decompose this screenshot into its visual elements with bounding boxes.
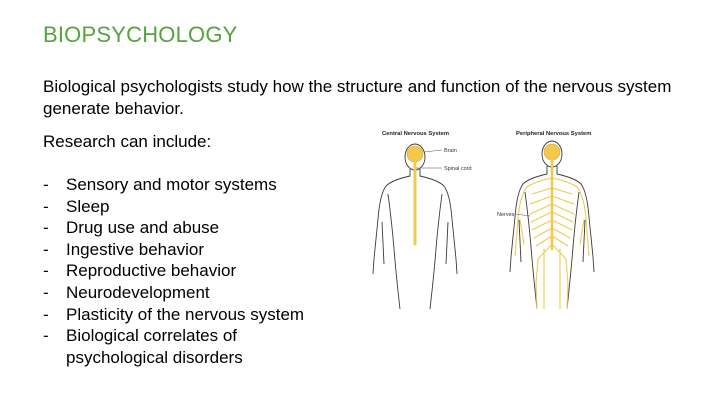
intro-paragraph: Biological psychologists study how the s…	[43, 77, 672, 118]
spinal-cord-label: Spinal cord	[444, 166, 472, 172]
pns-heading: Peripheral Nervous System	[516, 131, 591, 137]
cns-heading: Central Nervous System	[382, 131, 449, 137]
cns-brain-spinal-cord	[406, 145, 424, 246]
list-item: -Ingestive behavior	[43, 239, 336, 261]
list-item-text: Plasticity of the nervous system	[66, 304, 305, 324]
list-item-text: Biological correlates of psychological d…	[66, 326, 243, 367]
bullet-dash: -	[43, 261, 49, 281]
bullet-dash: -	[43, 326, 49, 346]
cns-labels: Brain Spinal cord	[416, 148, 472, 172]
list-item-text: Drug use and abuse	[66, 218, 220, 238]
bullet-dash: -	[43, 304, 49, 324]
brain-label: Brain	[444, 148, 457, 154]
list-item: -Reproductive behavior	[43, 260, 336, 282]
nerves-label: Nerves	[497, 212, 515, 218]
bullet-dash: -	[43, 218, 49, 238]
list-item: -Neurodevelopment	[43, 282, 336, 304]
list-item-text: Sleep	[66, 196, 110, 216]
list-item: -Biological correlates of psychological …	[43, 325, 336, 368]
pns-labels: Nerves	[497, 212, 531, 218]
list-item: -Sleep	[43, 196, 336, 218]
list-item: -Plasticity of the nervous system	[43, 304, 336, 326]
list-item-text: Neurodevelopment	[66, 282, 210, 302]
list-item: -Drug use and abuse	[43, 217, 336, 239]
research-subheading: Research can include:	[43, 132, 212, 151]
list-item-text: Ingestive behavior	[66, 239, 204, 259]
bullet-dash: -	[43, 175, 49, 194]
bullet-dash: -	[43, 196, 49, 216]
list-item-text: Reproductive behavior	[66, 261, 237, 281]
slide-title: BIOPSYCHOLOGY	[43, 22, 238, 47]
research-list: -Sensory and motor systems -Sleep -Drug …	[43, 174, 336, 368]
bullet-dash: -	[43, 282, 49, 302]
list-item: -Sensory and motor systems	[43, 174, 336, 196]
bullet-dash: -	[43, 239, 49, 259]
pns-nerve-network	[514, 143, 590, 309]
nervous-system-illustration: Central Nervous System Peripheral Nervou…	[372, 131, 595, 309]
list-item-text: Sensory and motor systems	[66, 175, 277, 194]
